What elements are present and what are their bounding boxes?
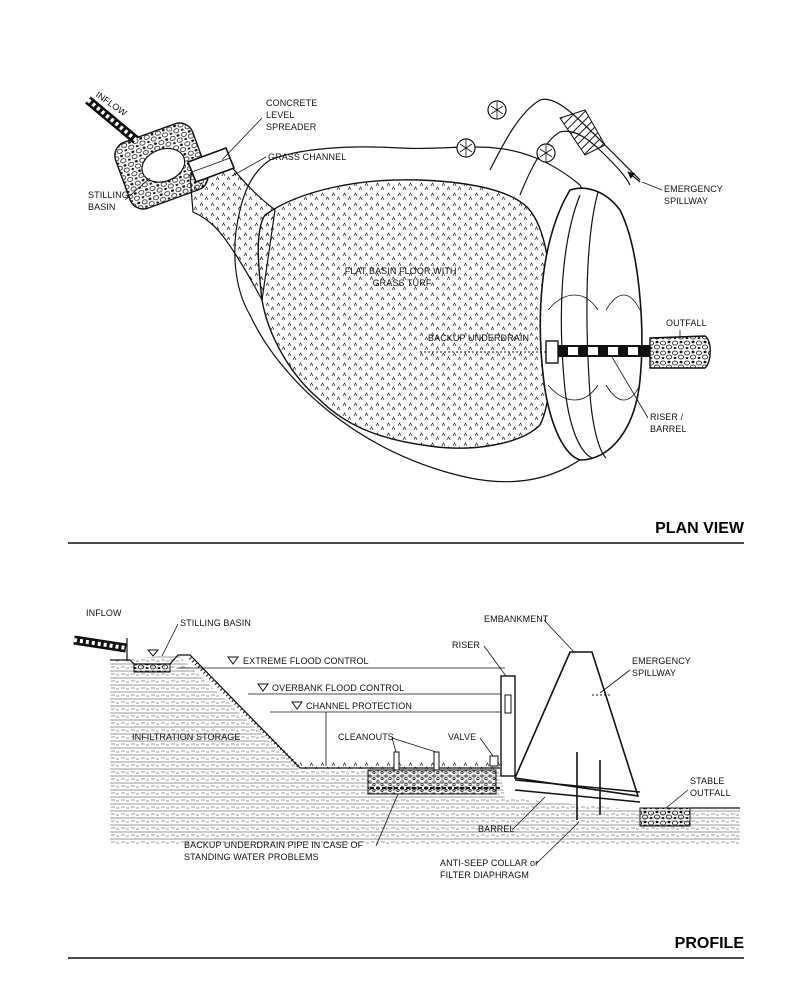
inflow-pipe-plan: [85, 96, 139, 144]
water-levels: [146, 649, 505, 766]
profile-ground-line: [110, 654, 500, 769]
profile-view: INFLOW STILLING BASIN EXTREME FLOOD CONT…: [68, 608, 745, 959]
grass-channel-label: GRASS CHANNEL: [268, 152, 346, 162]
basin-floor: [257, 179, 553, 449]
backup-underdrain-pipe-label: BACKUP UNDERDRAIN PIPE IN CASE OF STANDI…: [184, 840, 366, 862]
riser-barrel-label: RISER / BARREL: [650, 412, 687, 434]
profile-heading: PROFILE: [675, 935, 745, 952]
profile-inflow-label: INFLOW: [86, 608, 122, 618]
extreme-flood-control-label: EXTREME FLOOD CONTROL: [243, 656, 369, 666]
riser-barrel-plan: [545, 340, 650, 364]
infiltration-storage-label: INFILTRATION STORAGE: [132, 732, 241, 742]
valve-profile: [489, 755, 499, 767]
profile-emergency-spillway-label: EMERGENCY SPILLWAY: [632, 656, 693, 678]
infiltration-gravel-bed: [367, 769, 497, 795]
cleanouts-profile: [393, 751, 440, 771]
profile-labels: INFLOW STILLING BASIN EXTREME FLOOD CONT…: [86, 608, 731, 880]
anti-seep-collars: [576, 752, 601, 820]
plan-labels: INFLOW CONCRETE LEVEL SPREADER GRASS CHA…: [88, 89, 725, 434]
backup-underdrain-label: BACKUP UNDERDRAIN: [428, 333, 529, 343]
plan-view-heading: PLAN VIEW: [655, 520, 745, 537]
overbank-flood-control-label: OVERBANK FLOOD CONTROL: [272, 683, 404, 693]
valve-label: VALVE: [448, 732, 476, 742]
embankment-profile: [513, 651, 640, 797]
embankment-plan: [539, 187, 643, 461]
stable-outfall-label: STABLE OUTFALL: [690, 776, 731, 798]
anti-seep-collar-label: ANTI-SEEP COLLAR or FILTER DIAPHRAGM: [440, 858, 541, 880]
concrete-level-spreader: [186, 146, 236, 184]
stable-outfall-profile: [639, 807, 691, 827]
channel-protection-label: CHANNEL PROTECTION: [306, 701, 412, 711]
profile-stilling-basin-label: STILLING BASIN: [180, 618, 251, 628]
barrel-label: BARREL: [478, 824, 515, 834]
inflow-pipe-profile: [73, 635, 128, 660]
profile-floor-grass: [300, 762, 500, 769]
embankment-label: EMBANKMENT: [484, 614, 549, 624]
plan-view: INFLOW CONCRETE LEVEL SPREADER GRASS CHA…: [68, 89, 745, 544]
cleanouts-label: CLEANOUTS: [338, 732, 394, 742]
flat-basin-floor-label: FLAT BASIN FLOOR WITH GRASS TURF: [345, 266, 459, 288]
riser-profile: [500, 675, 516, 777]
stilling-basin-plan: [114, 122, 209, 210]
riser-label: RISER: [452, 640, 480, 650]
profile-soil: [110, 655, 740, 845]
profile-stilling-basin: [133, 663, 171, 673]
outfall-label: OUTFALL: [666, 318, 707, 328]
plan-emergency-spillway-label: EMERGENCY SPILLWAY: [664, 184, 725, 206]
grass-channel: [189, 161, 276, 302]
plan-stilling-basin-label: STILLING BASIN: [88, 190, 131, 212]
outfall-plan: [649, 335, 711, 369]
shrubs: [456, 100, 556, 163]
emergency-spillway-plan: [489, 98, 641, 196]
concrete-level-spreader-label: CONCRETE LEVEL SPREADER: [266, 98, 320, 132]
